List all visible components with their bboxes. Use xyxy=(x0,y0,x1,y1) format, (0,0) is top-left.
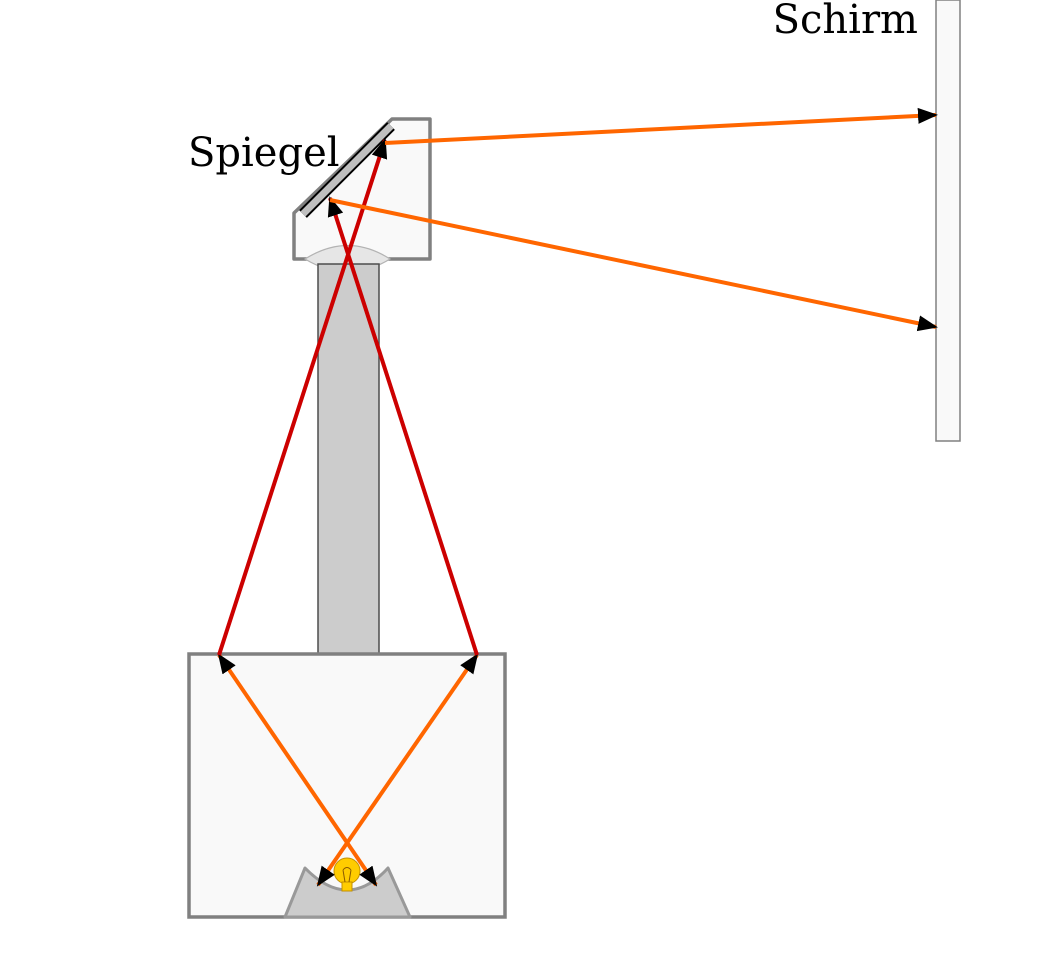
projector-column xyxy=(317,263,380,656)
screen-label: Schirm xyxy=(773,0,918,43)
projected-rays xyxy=(329,107,938,332)
lamp-rays xyxy=(217,653,479,887)
ray-mirror-to-screen-top xyxy=(384,107,938,145)
ray-lamp-to-right xyxy=(316,653,479,887)
ray-right-to-mirror xyxy=(327,196,479,656)
ray-mirror-to-screen-bottom xyxy=(329,198,938,332)
image-rays xyxy=(217,138,479,656)
screen xyxy=(935,0,961,442)
ray-left-to-mirror xyxy=(217,138,388,656)
mirror-label: Spiegel xyxy=(188,130,340,176)
